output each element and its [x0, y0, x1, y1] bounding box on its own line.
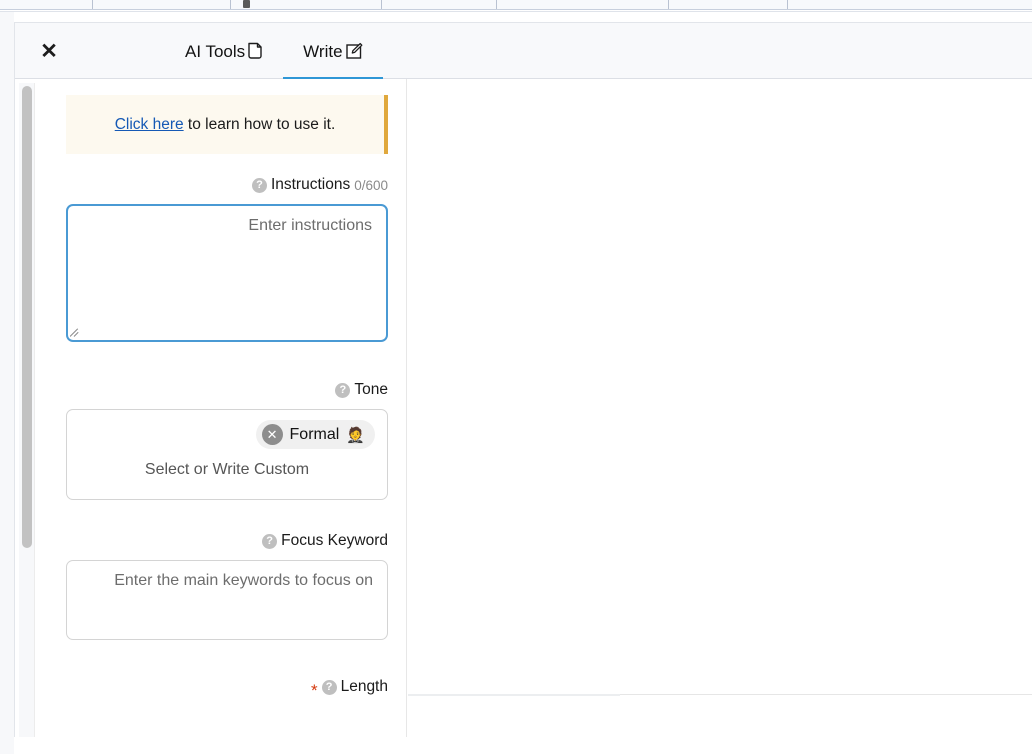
question-mark-icon[interactable]: ? — [251, 177, 267, 193]
resize-handle-icon[interactable] — [70, 327, 81, 338]
info-banner-link[interactable]: Click here — [114, 115, 184, 133]
field-tone: ? Tone ✕ Formal 🤵 Select or — [66, 379, 388, 500]
instructions-label: Instructions — [270, 176, 351, 193]
tone-chip-formal[interactable]: ✕ Formal 🤵 — [255, 420, 375, 449]
required-asterisk: * — [310, 680, 318, 700]
close-icon: ✕ — [40, 39, 58, 63]
tab-write[interactable]: Write — [283, 23, 383, 80]
content-bottom-divider — [408, 694, 1032, 695]
top-strip-segment — [0, 0, 93, 9]
write-form-column: . Click here to learn how to use it ? Ins… — [35, 79, 407, 737]
focus-keyword-label-row: ? Focus Keyword — [66, 530, 388, 552]
instructions-placeholder: Enter instructions — [248, 217, 372, 234]
editor-content-area[interactable] — [408, 79, 1032, 737]
panel-tabbar: ✕ AI Tools Write — [15, 23, 1032, 80]
document-icon — [247, 42, 263, 60]
length-label: Length — [340, 678, 388, 695]
tab-ai-tools-label: AI Tools — [185, 41, 246, 61]
top-strip-segment — [788, 0, 1032, 9]
info-banner-prefix: . — [330, 115, 336, 133]
focus-keyword-label: Focus Keyword — [281, 532, 388, 549]
top-strip-segment — [93, 0, 231, 9]
length-label-row: * ? Length — [66, 676, 388, 700]
info-banner-text: . Click here to learn how to use it — [115, 116, 336, 134]
tab-ai-tools[interactable]: AI Tools — [165, 23, 283, 79]
question-mark-icon[interactable]: ? — [335, 382, 351, 398]
close-panel-button[interactable]: ✕ — [33, 35, 65, 67]
form-scrollbar-thumb[interactable] — [22, 86, 32, 548]
question-mark-icon[interactable]: ? — [321, 679, 337, 695]
focus-keyword-textarea[interactable]: Enter the main keywords to focus on — [66, 560, 388, 640]
form-scrollbar[interactable] — [19, 83, 35, 737]
question-mark-icon[interactable]: ? — [262, 533, 278, 549]
top-browser-strip — [0, 0, 1032, 10]
field-length: * ? Length — [66, 676, 388, 706]
field-instructions: ? Instructions 0/600 Enter instructions — [66, 174, 388, 342]
top-strip-segment — [382, 0, 497, 9]
instructions-textarea[interactable]: Enter instructions — [66, 204, 388, 342]
panel-body: . Click here to learn how to use it ? Ins… — [15, 79, 1032, 737]
instructions-label-row: ? Instructions 0/600 — [66, 174, 388, 196]
top-strip-segment — [231, 0, 382, 9]
tone-label: Tone — [354, 381, 388, 398]
tone-label-row: ? Tone — [66, 379, 388, 401]
field-focus-keyword: ? Focus Keyword Enter the main keywords … — [66, 530, 388, 640]
pencil-square-icon — [345, 42, 363, 60]
ai-writer-panel: ✕ AI Tools Write — [14, 22, 1032, 737]
tone-multiselect[interactable]: ✕ Formal 🤵 Select or Write Custom — [66, 409, 388, 500]
info-banner: . Click here to learn how to use it — [66, 95, 388, 154]
mouse-cursor — [243, 0, 250, 8]
tone-placeholder: Select or Write Custom — [144, 461, 310, 478]
tab-list: AI Tools Write — [165, 23, 383, 80]
tab-write-label: Write — [303, 41, 343, 61]
tone-chip-label: Formal — [289, 425, 340, 443]
remove-chip-icon[interactable]: ✕ — [261, 424, 283, 445]
app-shell: ✕ AI Tools Write — [0, 11, 1032, 754]
top-strip-segment — [497, 0, 669, 9]
focus-keyword-placeholder: Enter the main keywords to focus on — [114, 572, 373, 589]
tone-chip-row: ✕ Formal 🤵 — [79, 420, 375, 449]
instructions-counter: 0/600 — [354, 177, 388, 193]
content-bottom-divider-left — [408, 694, 620, 696]
tone-chip-emoji: 🤵 — [346, 426, 365, 444]
info-banner-suffix: to learn how to use it — [183, 115, 331, 133]
top-strip-segment — [669, 0, 788, 9]
left-gutter-rail — [0, 12, 14, 754]
